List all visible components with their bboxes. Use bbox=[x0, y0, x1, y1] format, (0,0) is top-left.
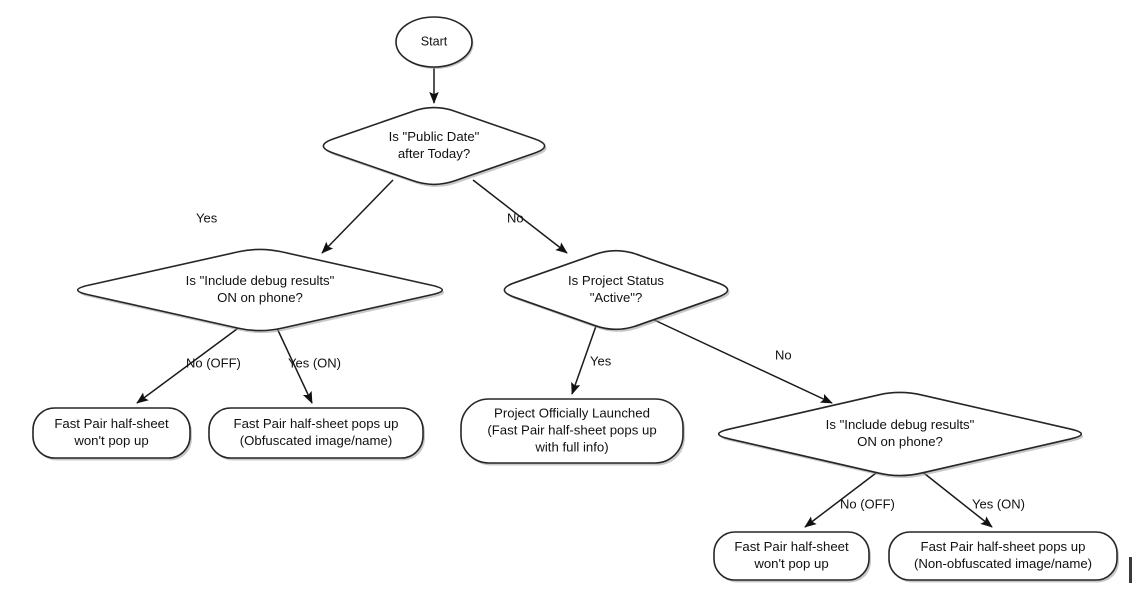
node-text-line: "Active"? bbox=[590, 290, 643, 305]
node-text-line: Is "Include debug results" bbox=[826, 417, 975, 432]
node-shape-rounded-rect bbox=[208, 407, 424, 459]
edge-label-e-debugleft-on: Yes (ON) bbox=[288, 355, 341, 370]
node-text-line: Start bbox=[421, 34, 448, 48]
node-shape-rounded-rect bbox=[888, 531, 1118, 581]
node-shape-ellipse bbox=[395, 16, 473, 68]
node-text-line: ON on phone? bbox=[217, 290, 303, 305]
node-text-line: Is Project Status bbox=[568, 273, 664, 288]
node-d-debug-left[interactable]: Is "Include debug results" ON on phone? bbox=[76, 248, 445, 334]
node-shape-diamond bbox=[76, 248, 444, 332]
node-shape-diamond bbox=[717, 391, 1083, 477]
page-corner-mark bbox=[1129, 557, 1132, 583]
edge-e-debugright-off bbox=[804, 469, 881, 528]
node-text-line: ON on phone? bbox=[857, 434, 943, 449]
node-text-line: won't pop up bbox=[753, 556, 828, 571]
node-text-line: (Obfuscated image/name) bbox=[240, 433, 392, 448]
node-text-line: with full info) bbox=[534, 439, 608, 454]
edge-e-debugleft-on bbox=[275, 325, 313, 404]
node-t-launched[interactable]: Project Officially Launched (Fast Pair ha… bbox=[460, 398, 685, 466]
node-shape-rounded-rect bbox=[460, 398, 684, 464]
node-t-right-on[interactable]: Fast Pair half-sheet pops up (Non-obfusca… bbox=[888, 531, 1119, 583]
node-t-right-off[interactable]: Fast Pair half-sheet won't pop up bbox=[713, 531, 871, 583]
edge-e-status-yes bbox=[571, 325, 597, 395]
node-text-line: Is "Include debug results" bbox=[186, 273, 335, 288]
nodes-layer: Start Is "Public Date" after Today? Is "Inc… bbox=[32, 16, 1119, 583]
node-text-line: after Today? bbox=[398, 146, 470, 161]
node-text-line: won't pop up bbox=[73, 433, 148, 448]
edge-e-public-yes bbox=[321, 179, 394, 254]
edge-label-e-debugright-off: No (OFF) bbox=[840, 496, 895, 511]
node-text-line: Project Officially Launched bbox=[494, 405, 650, 420]
node-text-line: Fast Pair half-sheet pops up bbox=[921, 539, 1086, 554]
edge-e-debugleft-off bbox=[136, 325, 242, 404]
node-text-line: Fast Pair half-sheet bbox=[734, 539, 849, 554]
edge-label-e-status-no: No bbox=[775, 347, 792, 362]
node-t-left-on[interactable]: Fast Pair half-sheet pops up (Obfuscated … bbox=[208, 407, 425, 461]
node-shape-rounded-rect bbox=[32, 407, 191, 459]
edge-label-e-public-no: No bbox=[507, 210, 524, 225]
edge-e-debugright-on bbox=[919, 469, 993, 528]
edge-label-e-status-yes: Yes bbox=[590, 353, 612, 368]
node-shape-diamond bbox=[322, 106, 546, 186]
node-text-line: (Fast Pair half-sheet pops up bbox=[487, 422, 656, 437]
node-d-debug-right[interactable]: Is "Include debug results" ON on phone? bbox=[717, 391, 1084, 479]
edge-e-public-no bbox=[472, 179, 568, 254]
node-d-public-date[interactable]: Is "Public Date" after Today? bbox=[322, 106, 547, 187]
edges-layer bbox=[136, 68, 993, 528]
edge-label-e-debugright-on: Yes (ON) bbox=[972, 496, 1025, 511]
node-start[interactable]: Start bbox=[395, 16, 474, 69]
node-d-project-status[interactable]: Is Project Status "Active"? bbox=[503, 249, 730, 332]
node-text-line: Fast Pair half-sheet bbox=[54, 416, 169, 431]
node-text-line: (Non-obfuscated image/name) bbox=[914, 556, 1092, 571]
edge-label-e-debugleft-off: No (OFF) bbox=[186, 355, 241, 370]
node-shape-diamond bbox=[503, 249, 729, 331]
edge-label-e-public-yes: Yes bbox=[196, 210, 218, 225]
edge-e-status-no bbox=[649, 317, 833, 404]
node-text-line: Is "Public Date" bbox=[389, 129, 480, 144]
node-shape-rounded-rect bbox=[713, 531, 870, 581]
node-t-left-off[interactable]: Fast Pair half-sheet won't pop up bbox=[32, 407, 192, 461]
node-text-line: Fast Pair half-sheet pops up bbox=[234, 416, 399, 431]
